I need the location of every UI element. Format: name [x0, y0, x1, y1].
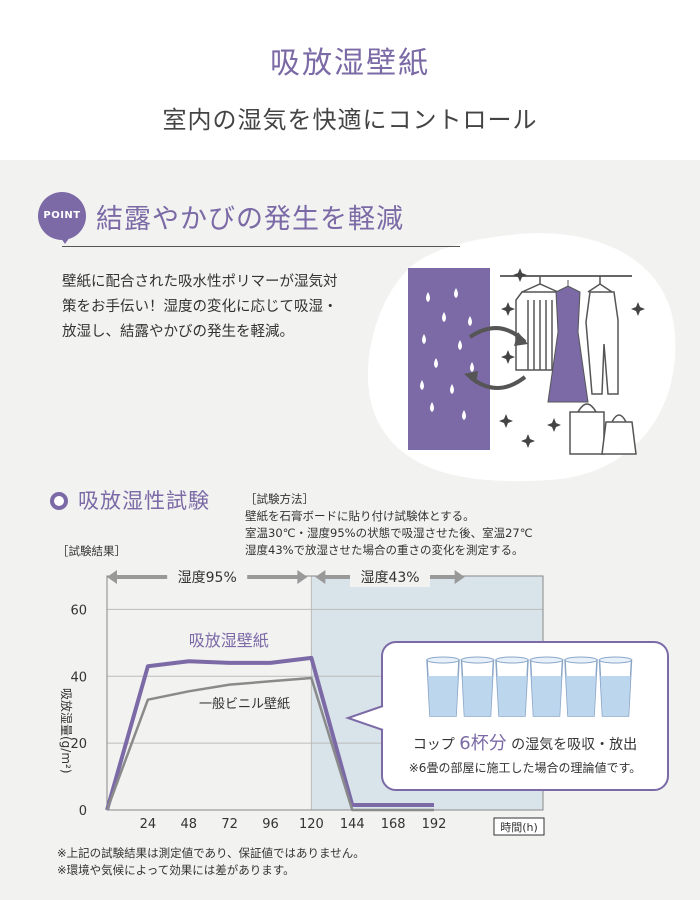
test-heading: 吸放湿性試験 [78, 489, 210, 513]
heading-divider [62, 246, 460, 247]
method-line: 湿度43%で放湿させた場合の重さの変化を測定する。 [245, 543, 524, 557]
cup-icon [564, 656, 598, 717]
phase-arrow: 湿度43% [315, 567, 465, 587]
page-title: 吸放湿壁紙 [270, 46, 430, 81]
cup-icon [495, 656, 529, 717]
section-bullet-icon [50, 492, 68, 510]
series-label-vinyl: 一般ビニル壁紙 [199, 696, 290, 712]
sparkle-icons [499, 268, 645, 448]
callout-highlight: 6杯分 [459, 733, 506, 754]
point-body: 壁紙に配合された吸水性ポリマーが湿気対 策をお手伝い！湿度の変化に応じて吸湿・ … [62, 270, 372, 345]
callout-note: ※6畳の部屋に施工した場合の理論値です。 [409, 760, 642, 775]
series-label-absorbent: 吸放湿壁紙 [189, 631, 269, 650]
footnote: ※環境や気候によって効果には差があります。 [57, 863, 295, 877]
y-tick-label: 0 [79, 804, 87, 819]
method-line: 壁紙を石膏ボードに貼り付け試験体とする。 [245, 509, 475, 523]
droplet-icons [420, 288, 474, 420]
point-body-line: 策をお手伝い！湿度の変化に応じて吸湿・ [62, 299, 338, 315]
cup-icon [529, 656, 564, 717]
x-tick-label: 144 [340, 817, 365, 832]
x-axis-label: 時間(h) [500, 821, 538, 834]
point-body-line: 壁紙に配合された吸水性ポリマーが湿気対 [62, 274, 338, 290]
x-axis-unit-box [493, 817, 545, 836]
point-body-line: 放湿し、結露やかびの発生を軽減。 [62, 324, 294, 340]
dress-icon [547, 280, 589, 403]
point-heading: 結露やかびの発生を軽減 [96, 204, 404, 235]
y-tick-label: 40 [70, 670, 87, 685]
wallpaper-panel [408, 268, 490, 450]
cup-icon [426, 656, 460, 717]
callout-suffix: の湿気を吸収・放出 [511, 737, 637, 753]
cup-icon [598, 656, 633, 717]
phase-label: 湿度95% [178, 570, 237, 586]
result-label: ［試験結果］ [57, 544, 126, 558]
method-line: 室温30℃・湿度95%の状態で吸湿させた後、室温27℃ [245, 526, 533, 540]
header: 吸放湿壁紙 室内の湿気を快適にコントロール [0, 0, 700, 160]
method-line: ［試験方法］ [245, 492, 314, 506]
x-tick-label: 168 [381, 817, 406, 832]
cup-icon [460, 656, 495, 717]
y-tick-label: 20 [70, 737, 87, 752]
x-tick-label: 120 [299, 817, 324, 832]
point-badge: POINT [38, 192, 86, 240]
point-badge-tail [58, 234, 72, 244]
x-tick-label: 96 [262, 817, 279, 832]
svg-text:コップ 6杯分 の湿気を吸収・放出: コップ 6杯分 の湿気を吸収・放出 [413, 733, 637, 754]
x-tick-label: 192 [422, 817, 447, 832]
phase-arrow: 湿度95% [107, 567, 308, 587]
y-axis-label: 吸放湿量(g/m²) [59, 688, 74, 774]
cup-callout: コップ 6杯分 の湿気を吸収・放出 ※6畳の部屋に施工した場合の理論値です。 [344, 641, 669, 791]
x-tick-label: 48 [180, 817, 197, 832]
callout-prefix: コップ [413, 737, 455, 753]
y-tick-label: 60 [70, 603, 87, 618]
footnotes: ※上記の試験結果は測定値であり、保証値ではありません。 ※環境や気候によって効果… [57, 845, 365, 879]
footnote: ※上記の試験結果は測定値であり、保証値ではありません。 [57, 846, 365, 860]
test-method: ［試験方法］ 壁紙を石膏ボードに貼り付け試験体とする。 室温30℃・湿度95%の… [245, 491, 533, 559]
x-tick-label: 72 [221, 817, 238, 832]
phase-label: 湿度43% [360, 570, 419, 586]
handbag-icon [569, 403, 637, 455]
svg-text:吸放湿量(g/m²): 吸放湿量(g/m²) [59, 688, 74, 774]
series-line-0 [105, 655, 434, 811]
x-tick-label: 24 [140, 817, 157, 832]
page-subtitle: 室内の湿気を快適にコントロール [162, 106, 538, 134]
series-line-1 [105, 676, 434, 812]
humidity-illustration [408, 268, 645, 455]
